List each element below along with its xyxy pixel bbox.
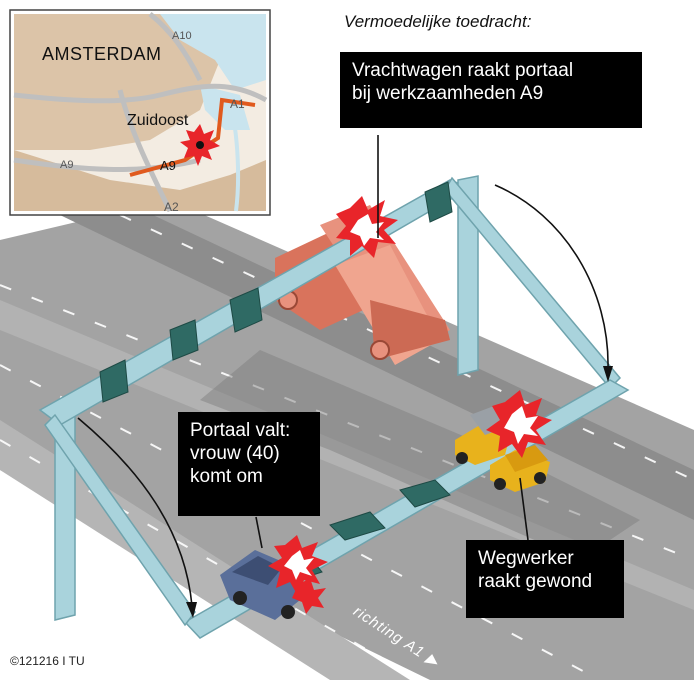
callout-portal-line-2: vrouw (40) [190, 443, 280, 464]
callout-worker-line-1: Wegwerker [478, 548, 574, 569]
map-city-label: AMSTERDAM [42, 44, 162, 64]
map-incident-burst [180, 124, 220, 166]
crash-burst-truck [336, 196, 398, 258]
arrows [77, 135, 609, 607]
map-road-a9-east: A9 [160, 158, 176, 173]
map-road-a2: A2 [164, 200, 179, 214]
callout-portal-line-3: komt om [190, 466, 263, 487]
callout-truck-line-2: bij werkzaamheden A9 [352, 83, 544, 104]
crash-burst-worker [486, 390, 552, 458]
callout-truck-line-1: Vrachtwagen raakt portaal [352, 60, 574, 81]
crash-burst-car [268, 535, 328, 614]
inset-map [9, 9, 271, 216]
map-district-label: Zuidoost [127, 112, 189, 129]
callout-truck-hits: Vrachtwagen raakt portaal bij werkzaamhe… [340, 52, 642, 128]
map-road-a10: A10 [172, 30, 192, 42]
callout-portal-line-1: Portaal valt: [190, 420, 291, 441]
callout-worker-line-2: raakt gewond [478, 571, 593, 592]
map-road-a9-west: A9 [60, 159, 74, 171]
callout-worker: Wegwerker raakt gewond [466, 540, 624, 618]
gantry-shadow [200, 350, 640, 560]
callout-portal-falls: Portaal valt: vrouw (40) komt om [178, 412, 320, 516]
arrowhead-right [603, 366, 613, 382]
diagram-caption: Vermoedelijke toedracht: [344, 12, 532, 31]
map-road-a1: A1 [230, 97, 245, 111]
credit: ©121216 I TU [10, 654, 85, 668]
arrowhead-left [186, 602, 197, 618]
